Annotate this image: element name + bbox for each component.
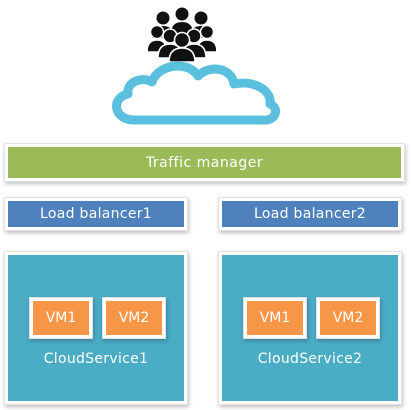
- cloud-service-2-vm-2: VM2: [317, 298, 379, 338]
- cloud-icon: [112, 61, 280, 125]
- cloud-service-1-vm-2: VM2: [103, 298, 165, 338]
- cloud-service-2-vm-1: VM1: [244, 298, 306, 338]
- users-group-icon: [148, 7, 216, 62]
- vm-label: VM2: [118, 310, 150, 326]
- cloud-service-1-label: CloudService1: [43, 351, 149, 367]
- vm-label: VM1: [45, 310, 77, 326]
- load-balancer-2: Load balancer2: [219, 198, 401, 230]
- traffic-manager: Traffic manager: [5, 144, 404, 181]
- load-balancer-1-label: Load balancer1: [39, 206, 153, 222]
- traffic-manager-label: Traffic manager: [145, 154, 264, 171]
- cloud-service-1-vm-1: VM1: [30, 298, 92, 338]
- load-balancer-2-label: Load balancer2: [253, 206, 367, 222]
- cloud-service-2-label: CloudService2: [257, 351, 363, 367]
- vm-label: VM1: [259, 310, 291, 326]
- cloud-service-2: VM1 VM2 CloudService2: [219, 252, 401, 404]
- cloud-service-1: VM1 VM2 CloudService1: [5, 252, 187, 404]
- vm-label: VM2: [332, 310, 364, 326]
- load-balancer-1: Load balancer1: [5, 198, 187, 230]
